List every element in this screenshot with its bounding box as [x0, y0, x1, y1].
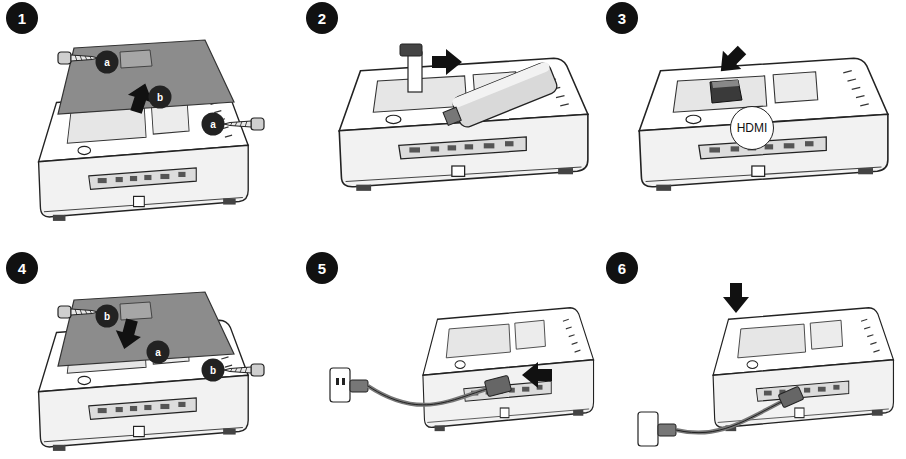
callout-letter: a [147, 341, 170, 364]
step-number: 6 [606, 252, 638, 284]
step-number: 1 [6, 2, 38, 34]
port-label: HDMI [730, 106, 774, 150]
callout-letter: a [202, 113, 225, 136]
step-number: 4 [6, 252, 38, 284]
step-number: 5 [306, 252, 338, 284]
callout-letter: a [96, 51, 119, 74]
callout-letter: b [149, 86, 172, 109]
callout-letter: b [96, 305, 119, 328]
callout-letter: b [202, 359, 225, 382]
step-number: 2 [306, 2, 338, 34]
step-number: 3 [606, 2, 638, 34]
